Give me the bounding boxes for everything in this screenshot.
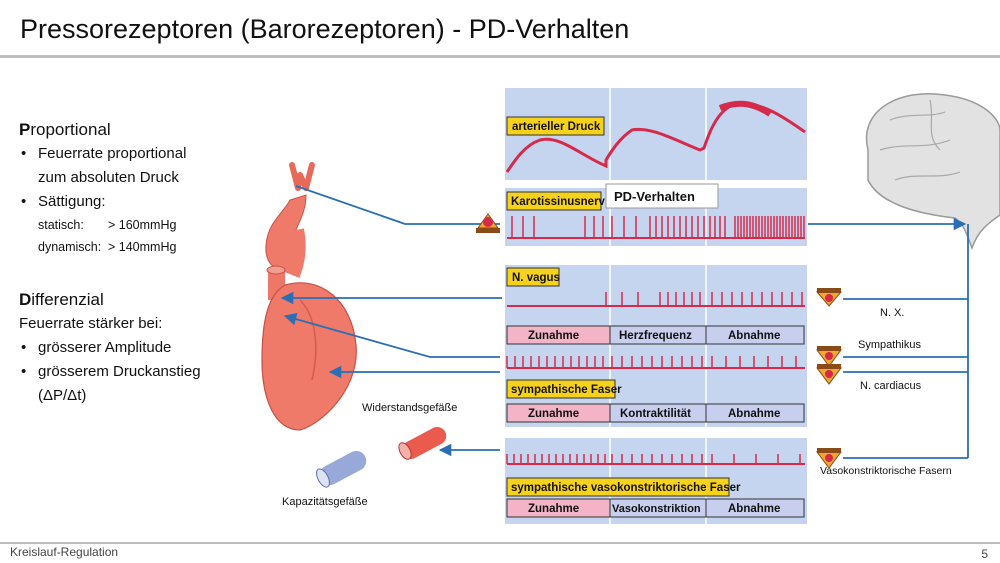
resistance-vessel-label: Widerstandsgefäße <box>362 402 457 414</box>
vasoconstrictor-fiber-label-box: sympathische vasokonstriktorische Faser <box>506 477 741 497</box>
sympathikus-label: Sympathikus <box>858 339 921 351</box>
bullet-saturation: Sättigung: <box>19 190 259 214</box>
spike-trains <box>506 216 805 465</box>
brain-illustration <box>865 93 1000 251</box>
static-saturation: statisch:> 160mmHg <box>38 218 177 232</box>
pd-callout-box: PD-Verhalten <box>605 183 719 209</box>
footer-text: Kreislauf-Regulation <box>10 545 119 559</box>
svg-text:Zunahme: Zunahme <box>528 408 579 420</box>
synapse-icon-nx <box>815 288 843 307</box>
synapse-icon-vaso <box>816 448 842 469</box>
capacitance-vessel-label: Kapazitätsgefäße <box>282 496 368 508</box>
capacitance-vessel-icon <box>316 450 367 488</box>
dynamic-saturation: dynamisch:> 140mmHg <box>38 240 177 254</box>
title-divider <box>0 55 1000 58</box>
svg-text:Karotissinusnerv: Karotissinusnerv <box>511 196 606 208</box>
svg-text:arterieller Druck: arterieller Druck <box>512 121 601 133</box>
svg-text:Zunahme: Zunahme <box>528 503 579 515</box>
vasoconstriction-row: Zunahme Vasokonstriktion Abnahme <box>506 498 805 518</box>
heart-rate-row: Zunahme Herzfrequenz Abnahme <box>506 325 805 345</box>
differential-section: Differenzial Feuerrate stärker bei: grös… <box>19 288 259 408</box>
svg-text:sympathische Faser: sympathische Faser <box>511 384 622 396</box>
resistance-vessel-icon <box>398 426 447 460</box>
carotid-nerve-label-box: Karotissinusnerv <box>506 191 606 211</box>
nx-label: N. X. <box>880 307 904 319</box>
arterial-pressure-label-box: arterieller Druck <box>506 116 605 136</box>
vaso-fiber-label: Vasokonstriktorische Fasern <box>820 465 952 477</box>
differential-heading: Differenzial <box>19 290 104 309</box>
svg-text:Vasokonstriktion: Vasokonstriktion <box>612 503 701 515</box>
vagus-label-box: N. vagus <box>506 267 560 287</box>
synapse-icon-sympathikus <box>816 346 842 385</box>
differential-intro: Feuerrate stärker bei: <box>19 315 163 332</box>
bullet-amplitude: grösserer Amplitude <box>19 336 259 360</box>
footer-divider <box>0 542 1000 544</box>
bullet-pressure-rise: grösserem Druckanstieg(ΔP/Δt) <box>19 360 259 408</box>
svg-text:Kontraktilität: Kontraktilität <box>620 408 691 420</box>
panel-vagus <box>505 265 807 427</box>
connection-arrows <box>280 185 969 459</box>
contractility-row: Zunahme Kontraktilität Abnahme <box>506 403 805 423</box>
receptor-icon <box>476 213 500 233</box>
svg-text:Abnahme: Abnahme <box>728 503 780 515</box>
svg-text:sympathische vasokonstriktoris: sympathische vasokonstriktorische Faser <box>511 482 741 494</box>
svg-text:Abnahme: Abnahme <box>728 330 780 342</box>
svg-text:N. vagus: N. vagus <box>512 272 560 284</box>
page-number: 5 <box>981 547 988 561</box>
slide-title: Pressorezeptoren (Barorezeptoren) - PD-V… <box>20 14 630 44</box>
svg-text:Zunahme: Zunahme <box>528 330 579 342</box>
svg-text:Abnahme: Abnahme <box>728 408 780 420</box>
svg-text:PD-Verhalten: PD-Verhalten <box>614 189 695 204</box>
proportional-heading: Proportional <box>19 120 111 139</box>
svg-text:Herzfrequenz: Herzfrequenz <box>619 330 692 342</box>
ncardiacus-label: N. cardiacus <box>860 380 922 392</box>
sympathetic-fiber-label-box: sympathische Faser <box>506 379 622 399</box>
